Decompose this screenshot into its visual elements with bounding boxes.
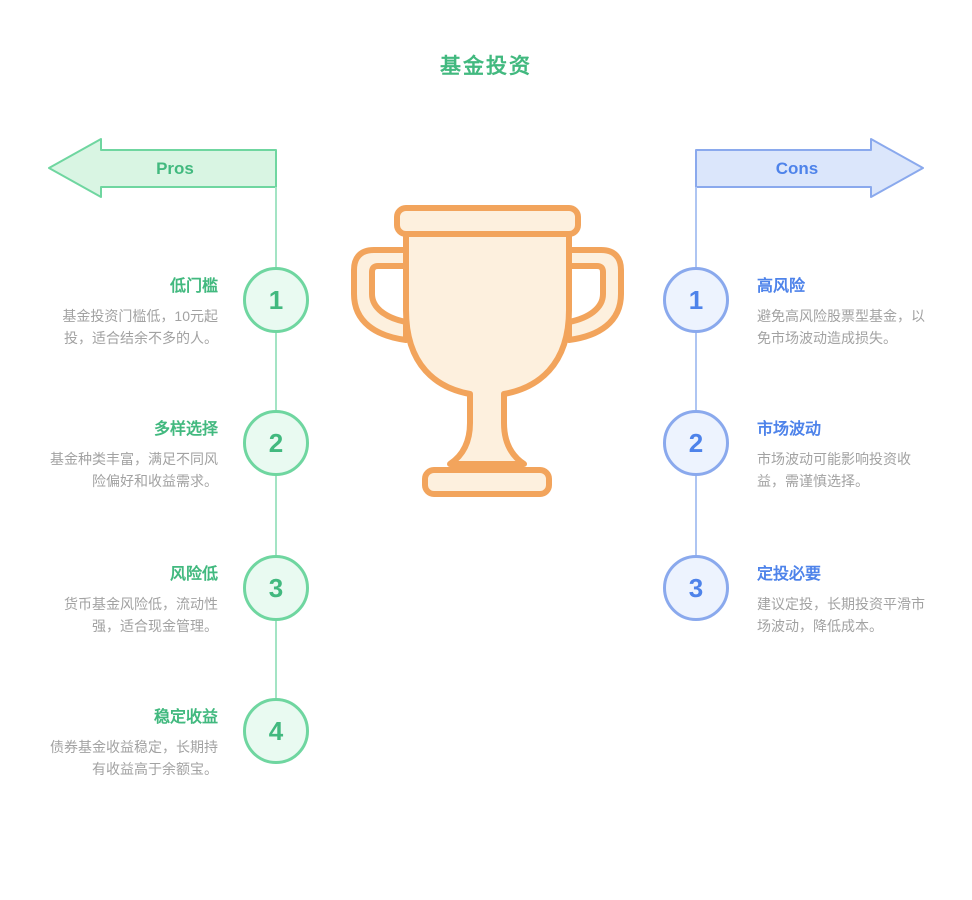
cons-step-number: 1 xyxy=(688,284,704,315)
cons-step-circle-2: 2 xyxy=(663,410,729,476)
pros-step-circle-1: 1 xyxy=(243,267,309,333)
pros-step-number: 1 xyxy=(268,284,284,315)
cons-step-number: 3 xyxy=(688,572,704,603)
cons-step-circle-1: 1 xyxy=(663,267,729,333)
pros-item-heading: 低门槛 xyxy=(169,278,218,295)
cons-item-body: 建议定投，长期投资平滑市场波动，降低成本。 xyxy=(757,596,925,634)
pros-step-circle-4: 4 xyxy=(243,698,309,764)
pros-item-3: 风险低 货币基金风险低，流动性强，适合现金管理。 xyxy=(50,560,218,637)
cons-item-body: 市场波动可能影响投资收益，需谨慎选择。 xyxy=(757,451,911,489)
cons-item-body: 避免高风险股票型基金，以免市场波动造成损失。 xyxy=(757,308,925,346)
pros-item-body: 货币基金风险低，流动性强，适合现金管理。 xyxy=(64,596,218,634)
pros-item-4: 稳定收益 债券基金收益稳定，长期持有收益高于余额宝。 xyxy=(50,703,218,780)
pros-item-1: 低门槛 基金投资门槛低，10元起投，适合结余不多的人。 xyxy=(50,272,218,349)
cons-item-heading: 市场波动 xyxy=(757,421,822,438)
cons-step-number: 2 xyxy=(688,427,704,458)
cons-item-3: 定投必要 建议定投，长期投资平滑市场波动，降低成本。 xyxy=(757,560,927,637)
cons-timeline xyxy=(695,187,697,588)
trophy-icon xyxy=(351,205,624,497)
pros-item-heading: 稳定收益 xyxy=(153,709,218,726)
page-title: 基金投资 xyxy=(440,55,532,78)
pros-arrow xyxy=(48,138,277,198)
pros-step-circle-3: 3 xyxy=(243,555,309,621)
cons-arrow xyxy=(695,138,924,198)
pros-item-body: 基金种类丰富，满足不同风险偏好和收益需求。 xyxy=(50,451,218,489)
pros-item-heading: 多样选择 xyxy=(153,421,218,438)
cons-item-heading: 定投必要 xyxy=(757,566,822,583)
cons-arrow-label: Cons xyxy=(775,159,819,178)
pros-step-number: 3 xyxy=(268,572,284,603)
cons-item-1: 高风险 避免高风险股票型基金，以免市场波动造成损失。 xyxy=(757,272,927,349)
pros-step-number: 4 xyxy=(268,715,284,746)
cons-item-2: 市场波动 市场波动可能影响投资收益，需谨慎选择。 xyxy=(757,415,927,492)
pros-item-2: 多样选择 基金种类丰富，满足不同风险偏好和收益需求。 xyxy=(50,415,218,492)
pros-item-body: 债券基金收益稳定，长期持有收益高于余额宝。 xyxy=(50,739,218,777)
pros-step-number: 2 xyxy=(268,427,284,458)
pros-arrow-label: Pros xyxy=(156,159,194,178)
pros-step-circle-2: 2 xyxy=(243,410,309,476)
cons-item-heading: 高风险 xyxy=(757,278,806,295)
pros-item-body: 基金投资门槛低，10元起投，适合结余不多的人。 xyxy=(62,308,218,346)
pros-item-heading: 风险低 xyxy=(169,566,218,583)
cons-step-circle-3: 3 xyxy=(663,555,729,621)
